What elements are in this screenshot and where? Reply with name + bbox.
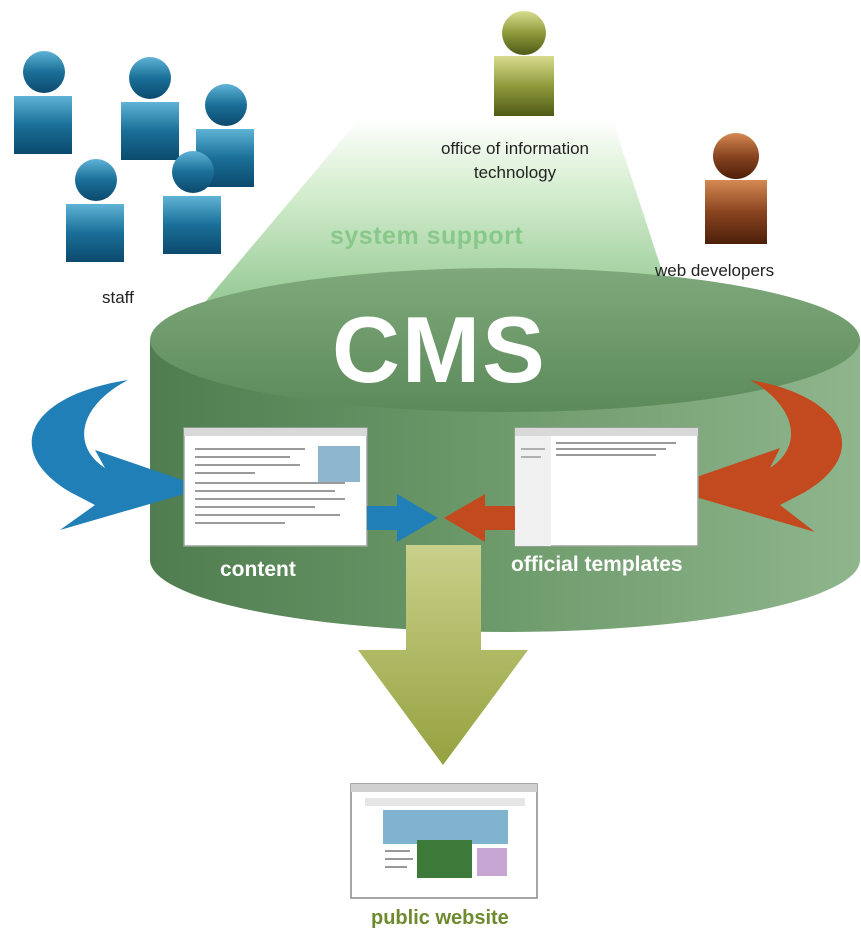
- content-screenshot: [183, 427, 368, 547]
- cms-title: CMS: [332, 297, 547, 402]
- template-arrow: [444, 494, 515, 542]
- oit-person-icon: [494, 11, 554, 116]
- official-templates-label: official templates: [511, 553, 683, 576]
- public-website-label: public website: [371, 907, 509, 929]
- public-output-arrow: [358, 545, 528, 765]
- oit-label: office of information technology: [420, 137, 610, 185]
- staff-person-icon: [121, 57, 179, 160]
- template-inflow-arrow: [665, 380, 843, 532]
- system-support-label: system support: [330, 222, 524, 250]
- staff-person-icon: [14, 51, 72, 154]
- oit-label-line1: office of information: [440, 139, 590, 158]
- staff-group: [14, 51, 254, 262]
- staff-label: staff: [102, 288, 134, 307]
- staff-person-icon: [66, 159, 124, 262]
- content-arrow: [367, 494, 438, 542]
- public-website-screenshot: [350, 783, 538, 899]
- web-developers-label: web developers: [655, 261, 775, 280]
- cms-cylinder: [150, 268, 860, 632]
- oit-label-line2: technology: [473, 163, 557, 182]
- templates-screenshot: [514, 427, 699, 547]
- content-label: content: [220, 558, 296, 581]
- web-developer-icon: [705, 133, 767, 244]
- content-inflow-arrow: [31, 380, 206, 530]
- staff-person-icon: [163, 151, 221, 254]
